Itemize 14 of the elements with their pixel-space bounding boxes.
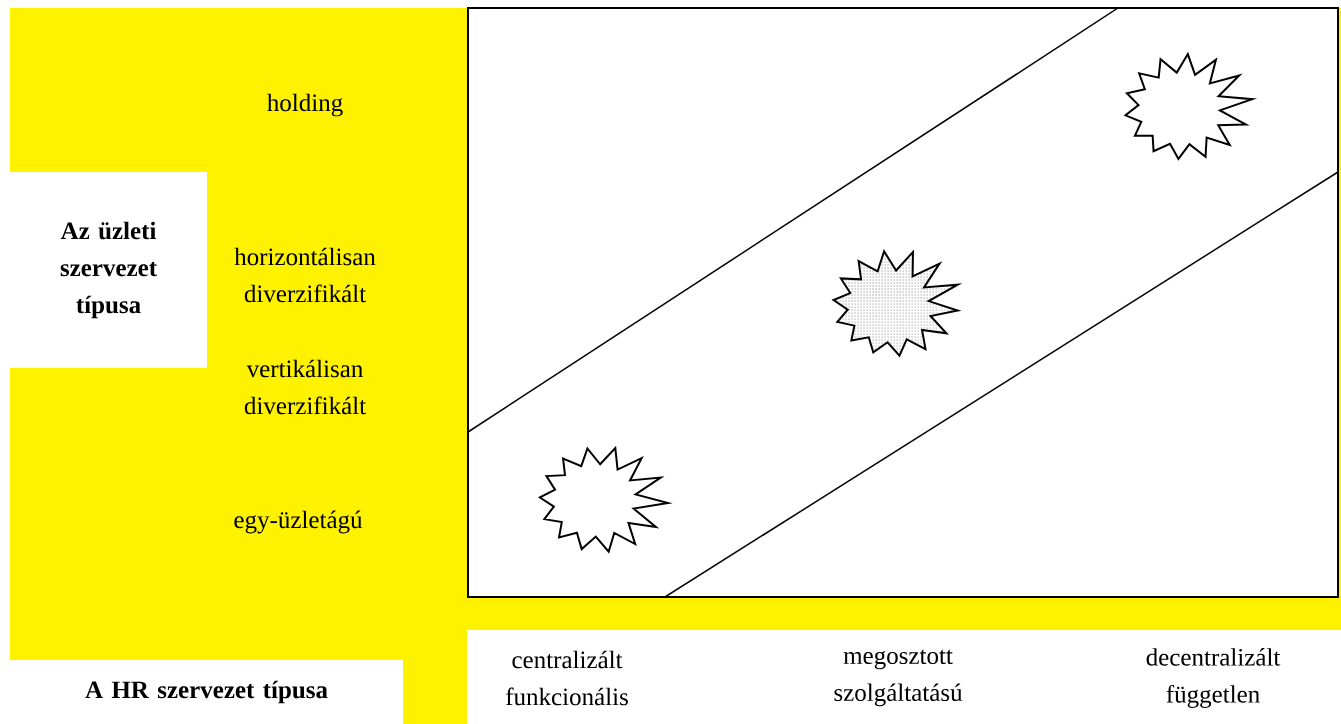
node-label: Az üzleti szervezet típusa <box>60 221 157 319</box>
starburst <box>1123 51 1258 161</box>
axis-title-box: Az üzleti szervezet típusa <box>10 172 207 368</box>
axis-label: vertikálisan diverzifikált <box>244 359 366 415</box>
axis-label: horizontálisan diverzifikált <box>234 247 376 303</box>
axis-label: holding <box>267 93 343 117</box>
axis-label: megosztott szolgáltatású <box>834 649 963 707</box>
starburst <box>831 249 963 358</box>
node-label: A HR szervezet típusa <box>85 680 328 704</box>
starburst <box>537 445 673 554</box>
axis-label: decentralizált független <box>1146 648 1281 708</box>
axis-label: centralizált funkcionális <box>506 650 628 706</box>
axis-label: egy-üzletágú <box>234 510 363 534</box>
axis-title-box: A HR szervezet típusa <box>10 660 403 724</box>
